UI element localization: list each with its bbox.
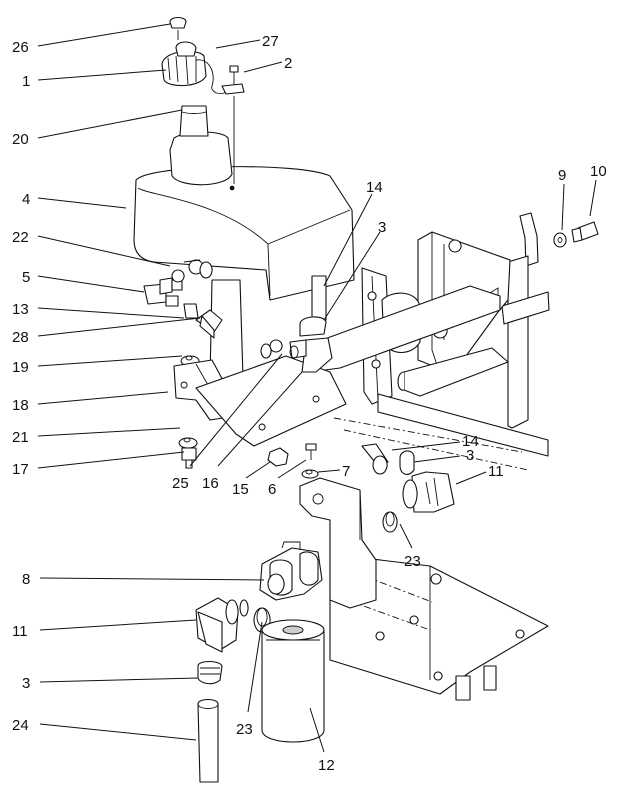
lower-fittings — [195, 597, 271, 783]
callout-3-upper: 3 — [378, 219, 386, 236]
filter-canister — [261, 619, 325, 743]
callout-labels: 26 27 1 2 20 4 14 9 10 22 3 5 13 28 19 1… — [12, 33, 607, 774]
callout-6: 6 — [268, 481, 276, 498]
callout-7: 7 — [342, 463, 350, 480]
callout-15: 15 — [232, 481, 249, 498]
callout-20: 20 — [12, 131, 29, 148]
callout-27: 27 — [262, 33, 279, 50]
callout-18: 18 — [12, 397, 29, 414]
callout-21: 21 — [12, 429, 29, 446]
callout-3-middle: 3 — [466, 447, 474, 464]
right-hardware — [553, 221, 599, 248]
callout-2: 2 — [284, 55, 292, 72]
callout-5: 5 — [22, 269, 30, 286]
callout-24: 24 — [12, 717, 29, 734]
callout-11-lower: 11 — [12, 623, 28, 640]
callout-19: 19 — [12, 359, 29, 376]
elbow-fittings — [260, 275, 333, 373]
callout-3-lower: 3 — [22, 675, 30, 692]
callout-10: 10 — [590, 163, 607, 180]
callout-25: 25 — [172, 475, 189, 492]
callout-11-upper: 11 — [488, 463, 504, 480]
filter-bracket — [299, 477, 377, 609]
callout-17: 17 — [12, 461, 29, 478]
callout-28: 28 — [12, 329, 29, 346]
callout-22: 22 — [12, 229, 29, 246]
callout-14-upper: 14 — [366, 179, 383, 196]
leader-lines — [37, 23, 597, 753]
callout-4: 4 — [22, 191, 30, 208]
chassis-frame — [299, 212, 550, 471]
callout-1: 1 — [22, 73, 30, 90]
fuel-cap-assembly — [161, 16, 227, 95]
callout-8: 8 — [22, 571, 30, 588]
left-fittings — [143, 261, 347, 469]
callout-13: 13 — [12, 301, 29, 318]
callout-12: 12 — [318, 757, 335, 774]
callout-26: 26 — [12, 39, 29, 56]
callout-14-lower: 14 — [462, 433, 479, 450]
callout-9: 9 — [558, 167, 566, 184]
tank-screw — [221, 65, 245, 191]
callout-23-lower: 23 — [236, 721, 253, 738]
callout-16: 16 — [202, 475, 219, 492]
callout-23-upper: 23 — [404, 553, 421, 570]
middle-fittings — [267, 443, 455, 533]
filter-head — [259, 541, 323, 601]
